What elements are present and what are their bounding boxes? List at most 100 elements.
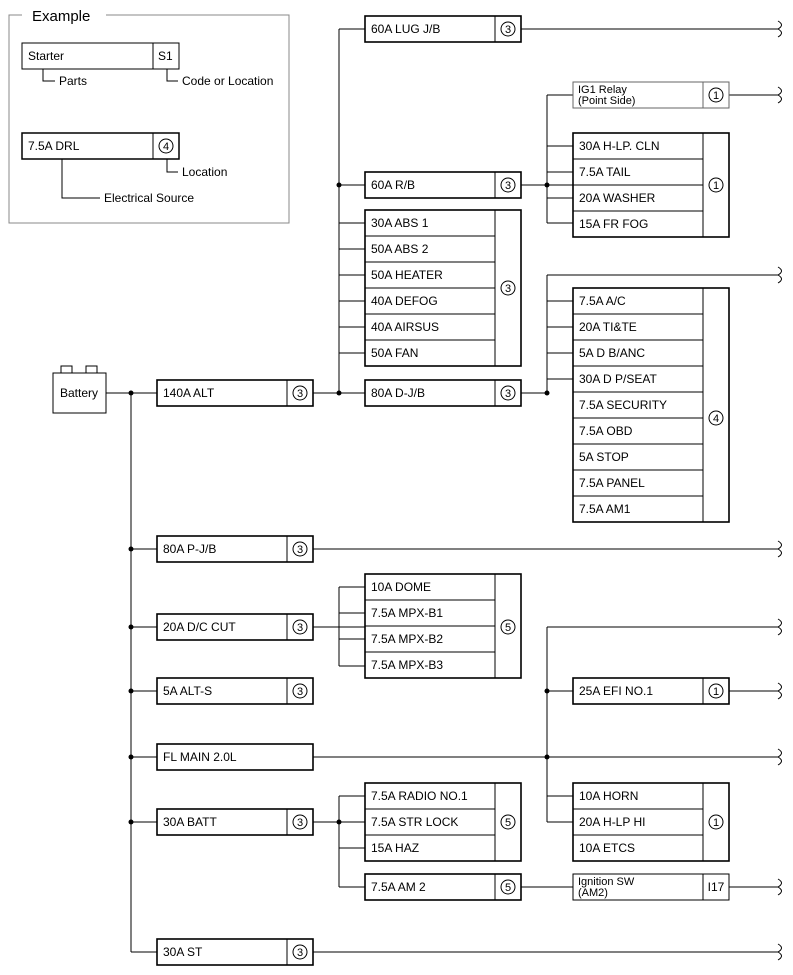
- location-number: 3: [297, 686, 303, 698]
- fuse-label: 5A D B/ANC: [579, 346, 645, 360]
- fuse-30a-batt: 30A BATT 3: [156, 808, 314, 836]
- location-number: 1: [713, 817, 719, 829]
- location-number: 1: [713, 686, 719, 698]
- legend-title: Example: [32, 8, 90, 25]
- fuse-7-5a-am2: 7.5A AM 2 5: [364, 873, 522, 901]
- fuse-label: 30A H-LP. CLN: [579, 139, 660, 153]
- fuse-label: 60A R/B: [371, 178, 415, 192]
- legend-code-caption: Code or Location: [182, 74, 273, 88]
- fuse-group-radio: 7.5A RADIO NO.1 7.5A STR LOCK 15A HAZ 5: [364, 782, 522, 862]
- location-code: I17: [708, 880, 725, 894]
- fuse-label: 7.5A OBD: [579, 424, 633, 438]
- legend-parts-caption: Parts: [59, 74, 87, 88]
- fuse-label: 5A STOP: [579, 450, 629, 464]
- fuse-label: 7.5A AM 2: [371, 880, 426, 894]
- fuse-label: 80A P-J/B: [163, 542, 216, 556]
- location-number: 3: [505, 283, 511, 295]
- location-number: 3: [297, 622, 303, 634]
- relay-label: IG1 Relay: [578, 84, 627, 96]
- fuse-label: 7.5A MPX-B3: [371, 658, 443, 672]
- location-number: 3: [505, 388, 511, 400]
- relay-label-sub: (Point Side): [578, 95, 635, 107]
- fuse-label: FL MAIN 2.0L: [163, 750, 237, 764]
- fuse-label: 25A EFI NO.1: [579, 684, 653, 698]
- fuse-30a-st: 30A ST 3: [156, 938, 314, 966]
- location-number: 1: [713, 180, 719, 192]
- location-number: 3: [505, 24, 511, 36]
- fuse-label: 60A LUG J/B: [371, 22, 440, 36]
- fuse-60a-lug-jb: 60A LUG J/B 3: [364, 15, 522, 43]
- fuse-80a-djb: 80A D-J/B 3: [364, 379, 522, 407]
- relay-ig1: IG1 Relay (Point Side) 1: [572, 81, 730, 109]
- location-number: 5: [505, 622, 511, 634]
- fuse-group-rb: 30A H-LP. CLN 7.5A TAIL 20A WASHER 15A F…: [572, 132, 730, 238]
- fuse-80a-pjb: 80A P-J/B 3: [156, 535, 314, 563]
- junction-dots: [128, 182, 550, 825]
- wires: [106, 28, 778, 953]
- fuse-label: 20A H-LP HI: [579, 815, 645, 829]
- fuse-group-horn: 10A HORN 20A H-LP HI 10A ETCS 1: [572, 782, 730, 862]
- switch-label: Ignition SW: [578, 876, 635, 888]
- ignition-switch-am2: Ignition SW (AM2) I17: [572, 873, 730, 901]
- fuse-label: 50A HEATER: [371, 268, 443, 282]
- fuse-label: 7.5A SECURITY: [579, 398, 667, 412]
- location-number: 5: [505, 817, 511, 829]
- legend-part-name: Starter: [28, 49, 64, 63]
- fuse-label: 7.5A TAIL: [579, 165, 631, 179]
- location-number: 3: [505, 180, 511, 192]
- fuse-label: 50A FAN: [371, 346, 418, 360]
- fuse-25a-efi: 25A EFI NO.1 1: [572, 677, 730, 705]
- legend-source-location: 4: [163, 141, 169, 153]
- fuse-label: 7.5A MPX-B2: [371, 632, 443, 646]
- location-number: 5: [505, 882, 511, 894]
- fuse-label: 40A DEFOG: [371, 294, 438, 308]
- fuse-label: 80A D-J/B: [371, 386, 425, 400]
- fuse-label: 20A WASHER: [579, 191, 656, 205]
- legend-part-code: S1: [158, 49, 173, 63]
- fuse-label: 10A ETCS: [579, 841, 635, 855]
- location-number: 1: [713, 90, 719, 102]
- fuse-label: 20A D/C CUT: [163, 620, 236, 634]
- fuse-140a-alt: 140A ALT 3: [156, 379, 314, 407]
- fuse-label: 7.5A AM1: [579, 502, 631, 516]
- fuse-label: 30A BATT: [163, 815, 217, 829]
- fuse-group-dome: 10A DOME 7.5A MPX-B1 7.5A MPX-B2 7.5A MP…: [364, 573, 522, 679]
- fuse-label: 10A DOME: [371, 580, 431, 594]
- connector-breaks: [776, 20, 782, 961]
- fuse-label: 7.5A A/C: [579, 294, 626, 308]
- location-number: 3: [297, 544, 303, 556]
- example-legend: Example Starter S1 Parts Code or Locatio…: [8, 8, 290, 224]
- location-number: 3: [297, 388, 303, 400]
- battery: Battery: [52, 365, 107, 414]
- fuse-20a-dc-cut: 20A D/C CUT 3: [156, 613, 314, 641]
- fuse-fl-main: FL MAIN 2.0L: [156, 743, 314, 771]
- location-number: 3: [297, 947, 303, 959]
- fuse-label: 7.5A STR LOCK: [371, 815, 458, 829]
- fuse-label: 50A ABS 2: [371, 242, 429, 256]
- fuse-label: 7.5A RADIO NO.1: [371, 789, 468, 803]
- location-number: 3: [297, 817, 303, 829]
- fuse-label: 15A FR FOG: [579, 217, 648, 231]
- fuse-label: 30A ST: [163, 945, 203, 959]
- battery-label: Battery: [60, 386, 98, 400]
- fuse-label: 40A AIRSUS: [371, 320, 439, 334]
- fuse-60a-rb: 60A R/B 3: [364, 171, 522, 199]
- fuse-label: 30A ABS 1: [371, 216, 429, 230]
- fuse-5a-alt-s: 5A ALT-S 3: [156, 677, 314, 705]
- location-number: 4: [713, 413, 719, 425]
- legend-source-name: 7.5A DRL: [28, 139, 80, 153]
- fuse-label: 7.5A PANEL: [579, 476, 645, 490]
- fuse-label: 20A TI&TE: [579, 320, 637, 334]
- fuse-label: 10A HORN: [579, 789, 638, 803]
- fuse-label: 7.5A MPX-B1: [371, 606, 443, 620]
- switch-label-sub: (AM2): [578, 887, 608, 899]
- legend-location-caption: Location: [182, 165, 227, 179]
- fuse-label: 5A ALT-S: [163, 684, 212, 698]
- fuse-label: 30A D P/SEAT: [579, 372, 657, 386]
- fuse-label: 140A ALT: [163, 386, 215, 400]
- fuse-group-abs: 30A ABS 1 50A ABS 2 50A HEATER 40A DEFOG…: [364, 209, 522, 367]
- fuse-group-djb: 7.5A A/C 20A TI&TE 5A D B/ANC 30A D P/SE…: [572, 287, 730, 523]
- fuse-label: 15A HAZ: [371, 841, 419, 855]
- legend-source-caption: Electrical Source: [104, 191, 194, 205]
